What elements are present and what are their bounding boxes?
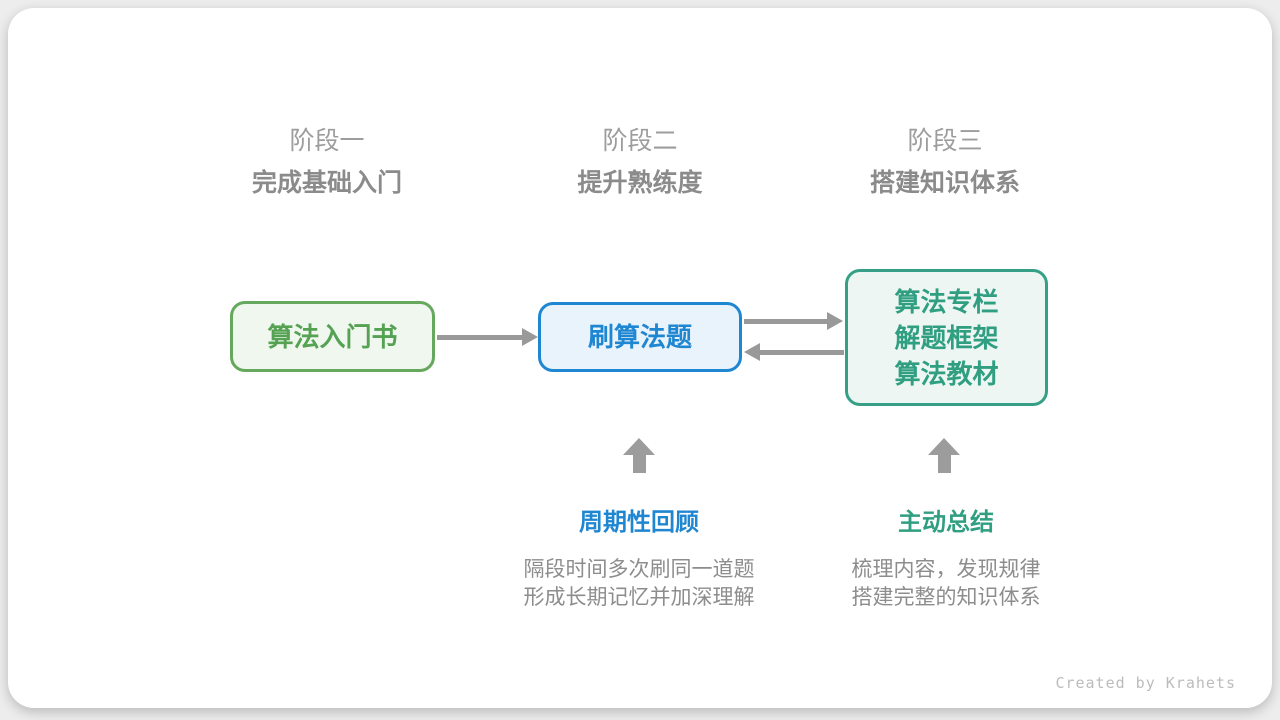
node-intro-book: 算法入门书 xyxy=(230,301,435,372)
node-advanced-line-2: 解题框架 xyxy=(894,322,999,353)
arrow-head xyxy=(623,438,655,455)
annotation-summary-title: 主动总结 xyxy=(898,509,994,536)
annotation-review-desc-line-1: 隔段时间多次刷同一道题 xyxy=(523,558,755,581)
annotation-review-desc: 隔段时间多次刷同一道题 形成长期记忆并加深理解 xyxy=(489,556,789,612)
stage-one-label: 阶段一 xyxy=(289,127,365,155)
stage-three-subtitle: 搭建知识体系 xyxy=(869,169,1020,197)
node-advanced: 算法专栏 解题框架 算法教材 xyxy=(845,269,1048,406)
annotation-review-desc-line-2: 形成长期记忆并加深理解 xyxy=(523,586,755,609)
stage-two-label: 阶段二 xyxy=(602,127,678,155)
arrow-head xyxy=(928,438,960,455)
arrow-shaft xyxy=(437,335,524,340)
arrow-head xyxy=(522,328,538,346)
node-practice-label: 刷算法题 xyxy=(587,322,692,352)
annotation-summary-desc: 梳理内容，发现规律 搭建完整的知识体系 xyxy=(796,556,1096,612)
annotation-summary-desc-line-2: 搭建完整的知识体系 xyxy=(851,586,1041,609)
stage-one-subtitle: 完成基础入门 xyxy=(251,169,402,197)
node-advanced-line-1: 算法专栏 xyxy=(894,286,999,317)
arrow-shaft xyxy=(633,454,646,473)
annotation-summary-desc-line-1: 梳理内容，发现规律 xyxy=(851,558,1041,581)
arrow-head xyxy=(827,312,843,330)
node-advanced-line-3: 算法教材 xyxy=(894,358,999,389)
arrow-shaft xyxy=(744,319,829,324)
stage-three-label: 阶段三 xyxy=(907,127,983,155)
node-practice: 刷算法题 xyxy=(538,302,742,372)
node-intro-book-label: 算法入门书 xyxy=(267,321,398,352)
arrow-shaft xyxy=(938,454,951,473)
arrow-shaft xyxy=(759,350,844,355)
stage-two-subtitle: 提升熟练度 xyxy=(577,169,703,197)
annotation-review-title: 周期性回顾 xyxy=(579,509,699,536)
arrow-head xyxy=(744,343,760,361)
credit-text: Created by Krahets xyxy=(1055,674,1236,692)
